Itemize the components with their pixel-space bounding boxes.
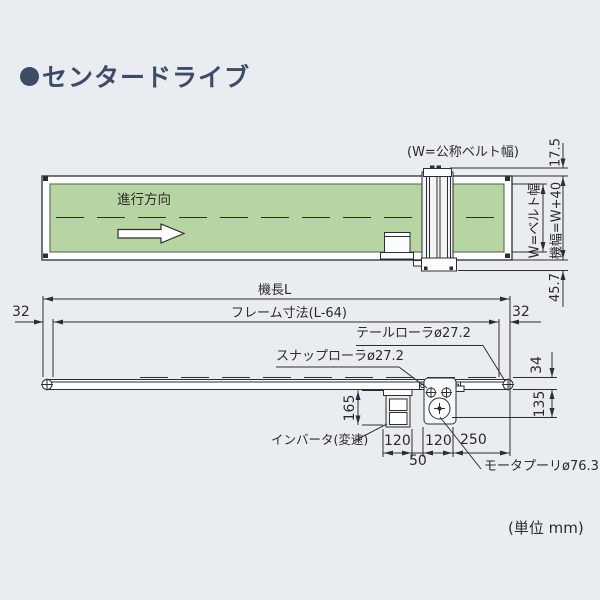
machine-width-label: 機幅=W+40 <box>549 181 565 260</box>
dim-17-5: 17.5 <box>548 138 564 167</box>
dim-32-right: 32 <box>512 304 530 320</box>
plan-view <box>41 165 513 272</box>
tail-roller-label: テールローラø27.2 <box>356 326 471 341</box>
side-inverter <box>383 389 413 428</box>
inverter-label: インバータ(変速) <box>271 432 369 447</box>
motor-pulley <box>428 397 451 420</box>
dim-34: 34 <box>529 356 545 374</box>
dim-50: 50 <box>409 453 427 469</box>
dim-120-left: 120 <box>384 433 411 449</box>
bottom-dimensions <box>382 427 510 457</box>
dim-165: 165 <box>342 394 358 422</box>
direction-label: 進行方向 <box>117 192 171 208</box>
motor-pulley-label: モータプーリø76.3 <box>484 459 599 474</box>
dim-135: 135 <box>532 390 548 418</box>
machine-length-label: 機長L <box>258 283 292 298</box>
plan-drive-unit <box>413 165 457 272</box>
side-view <box>41 377 514 428</box>
drive-shaft <box>455 385 465 392</box>
belt-width-label: W=ベルト幅 <box>527 182 543 259</box>
page-title: センタードライブ <box>20 58 250 94</box>
leader-lines <box>276 345 506 470</box>
dim-32-left: 32 <box>12 304 30 320</box>
cap-bolts <box>43 176 510 258</box>
side-drive-unit <box>419 377 465 425</box>
height-dimensions <box>452 352 557 418</box>
title-bullet-icon <box>20 66 39 86</box>
dim-250: 250 <box>460 432 487 448</box>
inverter-drop-dimension <box>355 390 383 426</box>
dim-120-right: 120 <box>425 433 452 449</box>
length-dimensions <box>15 296 541 456</box>
unit-note: (単位 mm) <box>508 519 584 537</box>
direction-arrow <box>117 223 186 244</box>
snap-roller-left <box>425 387 437 398</box>
nominal-belt-width-note: (W=公称ベルト幅) <box>407 145 519 160</box>
dim-45-7: 45.7 <box>548 273 563 302</box>
plan-inverter <box>380 232 414 260</box>
frame-length-label: フレーム寸法(L-64) <box>231 306 348 321</box>
width-dimensions <box>450 143 568 307</box>
title-text: センタードライブ <box>42 63 251 92</box>
snap-roller-label: スナップローラø27.2 <box>276 349 404 364</box>
snap-roller-right <box>441 387 452 398</box>
end-roller-left <box>41 378 53 391</box>
